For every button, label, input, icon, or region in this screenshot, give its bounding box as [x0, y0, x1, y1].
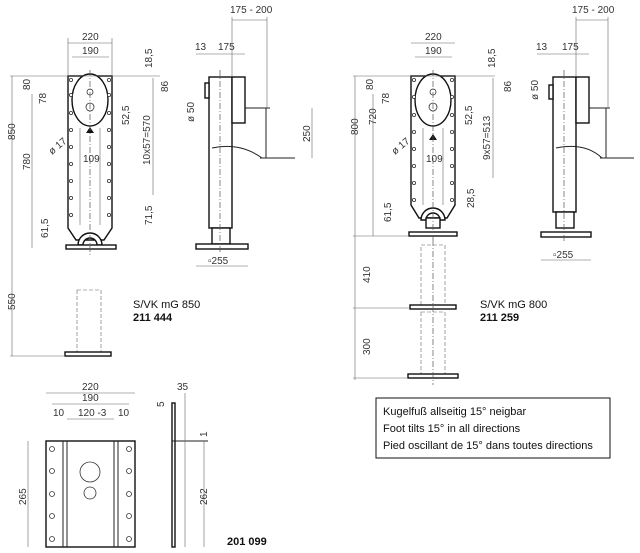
dim-86: 86 [160, 80, 171, 92]
jack-850-extension: 550 [7, 250, 112, 357]
dim-220: 220 [82, 32, 99, 43]
jack-850-side-view: 13 175 175 - 200 ø 50 250 ▫255 [186, 5, 313, 267]
dim-hole: ø 17 [47, 136, 70, 158]
dim-175: 175 [562, 42, 579, 53]
dim-foot: ▫255 [553, 250, 574, 261]
dim-120: 120 -3 [78, 408, 107, 419]
dim-shaft: ø 50 [186, 102, 197, 122]
dim-52-5: 52,5 [464, 105, 475, 125]
mounting-plate-drawing: 220 190 10 120 -3 10 265 35 5 1 262 [18, 382, 210, 548]
dim-crank: 175 - 200 [572, 5, 615, 16]
dim-18-5: 18,5 [144, 48, 155, 68]
dim-86: 86 [503, 80, 514, 92]
note-line-en: Foot tilts 15° in all directions [383, 423, 521, 435]
dim-300: 300 [362, 338, 373, 355]
dim-61-5: 61,5 [40, 218, 51, 238]
dim-hole: ø 17 [390, 136, 413, 158]
dim-foot: ▫255 [208, 256, 229, 267]
dim-850: 850 [7, 123, 18, 140]
dim-720: 720 [368, 108, 379, 125]
dim-250: 250 [302, 125, 313, 142]
dim-28-5: 28,5 [466, 188, 477, 208]
dim-52-5: 52,5 [121, 105, 132, 125]
product-number-plate: 201 099 [227, 536, 267, 548]
dim-175: 175 [218, 42, 235, 53]
note-box: Kugelfuß allseitig 15° neigbar Foot tilt… [375, 397, 611, 459]
jack-800-side-view: 13 175 175 - 200 ø 50 ▫255 [530, 5, 634, 261]
product-name-850: S/VK mG 850 [133, 299, 200, 311]
dim-220: 220 [82, 382, 99, 393]
dim-78: 78 [381, 92, 392, 104]
dim-190: 190 [425, 46, 442, 57]
dim-pitch: 10x57=570 [142, 115, 153, 165]
dim-10-right: 10 [118, 408, 130, 419]
dim-190: 190 [82, 46, 99, 57]
dim-35: 35 [177, 382, 189, 393]
dim-410: 410 [362, 266, 373, 283]
jack-800-extension: 410 300 [353, 240, 459, 385]
dim-262: 262 [199, 488, 210, 505]
dim-71-5: 71,5 [144, 205, 155, 225]
dim-109: 109 [426, 154, 443, 165]
dim-220: 220 [425, 32, 442, 43]
dim-800: 800 [350, 118, 361, 135]
dim-crank: 175 - 200 [230, 5, 273, 16]
bolt-holes [411, 78, 454, 202]
dim-13: 13 [195, 42, 207, 53]
dim-61-5: 61,5 [383, 202, 394, 222]
product-number-850: 211 444 [133, 312, 173, 324]
dim-550: 550 [7, 293, 18, 310]
dim-80: 80 [365, 78, 376, 90]
dim-5: 5 [156, 401, 167, 407]
bolt-holes [69, 78, 112, 217]
note-line-de: Kugelfuß allseitig 15° neigbar [383, 406, 527, 418]
dim-10-left: 10 [53, 408, 65, 419]
note-line-fr: Pied oscillant de 15° dans toutes direct… [383, 440, 593, 452]
product-number-800: 211 259 [480, 312, 519, 324]
dim-109: 109 [83, 154, 100, 165]
dim-pitch: 9x57=513 [482, 115, 493, 160]
product-name-800: S/VK mG 800 [480, 299, 547, 311]
dim-265: 265 [18, 488, 29, 505]
dim-13: 13 [536, 42, 548, 53]
jack-850-front-view: 220 190 850 780 80 78 18,5 86 52,5 10x57… [7, 32, 171, 255]
dim-78: 78 [38, 92, 49, 104]
dim-18-5: 18,5 [487, 48, 498, 68]
dim-shaft: ø 50 [530, 80, 541, 100]
dim-780: 780 [22, 153, 33, 170]
dim-190: 190 [82, 393, 99, 404]
jack-800-front-view: 220 190 800 720 80 78 18,5 86 52,5 9x57=… [350, 32, 514, 380]
dim-1: 1 [199, 431, 210, 437]
bolt-holes [49, 446, 132, 542]
dim-80: 80 [22, 78, 33, 90]
